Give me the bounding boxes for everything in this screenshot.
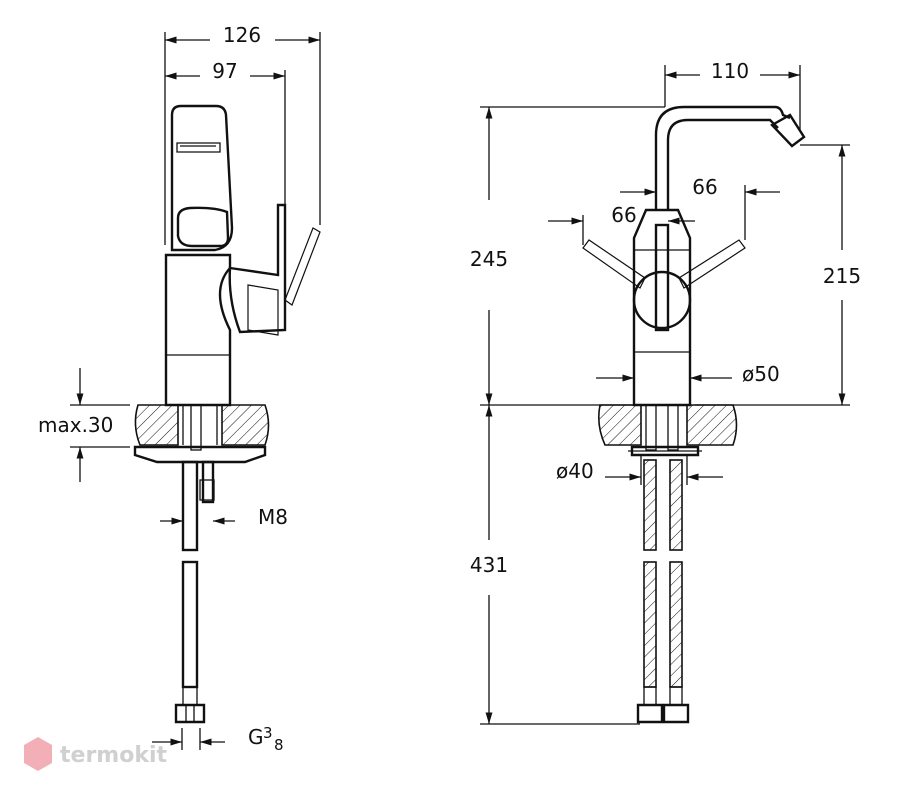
label-215: 215 [823, 264, 861, 288]
dim-max-deck: max.30 [38, 368, 130, 482]
dim-width-lever: 97 [165, 59, 285, 83]
front-view: 110 66 66 [470, 59, 861, 725]
label-max-30: max.30 [38, 413, 113, 437]
label-g-prefix: G [248, 725, 264, 749]
dim-rod-thread: M8 [160, 505, 288, 529]
spout-head [170, 104, 234, 252]
dim-hose-length: 431 [470, 405, 508, 724]
supply-hoses [636, 459, 690, 724]
label-126: 126 [223, 23, 261, 47]
watermark-text: termokit [60, 743, 167, 768]
deck-front [598, 404, 738, 457]
mounting-rod [174, 460, 215, 724]
dim-width-total: 126 [165, 23, 320, 47]
label-97: 97 [212, 59, 237, 83]
dim-hole-diameter: ø40 [556, 455, 723, 485]
label-o50: ø50 [742, 362, 780, 386]
deck-side [133, 404, 270, 464]
spout-arm [654, 105, 806, 210]
side-view: 126 97 [38, 23, 321, 754]
dim-lever-swing: 66 66 [548, 175, 780, 245]
label-110: 110 [711, 59, 749, 83]
label-g-den: 8 [274, 736, 284, 754]
dim-height-total: 245 [470, 107, 508, 405]
label-o40: ø40 [556, 459, 594, 483]
faucet-body [164, 203, 321, 407]
faucet-body-front [582, 208, 746, 407]
label-66-right: 66 [692, 175, 717, 199]
dim-spout-height: 215 [823, 145, 861, 405]
logo-icon [24, 737, 52, 771]
label-66-left: 66 [611, 203, 636, 227]
dim-hose-thread: G 3 8 [152, 724, 284, 754]
dim-spout-reach: 110 [665, 59, 800, 83]
label-m8: M8 [258, 505, 288, 529]
label-245: 245 [470, 247, 508, 271]
label-431: 431 [470, 553, 508, 577]
label-g-num: 3 [263, 724, 273, 742]
dim-body-diameter: ø50 [596, 362, 780, 386]
watermark: termokit [24, 737, 167, 771]
